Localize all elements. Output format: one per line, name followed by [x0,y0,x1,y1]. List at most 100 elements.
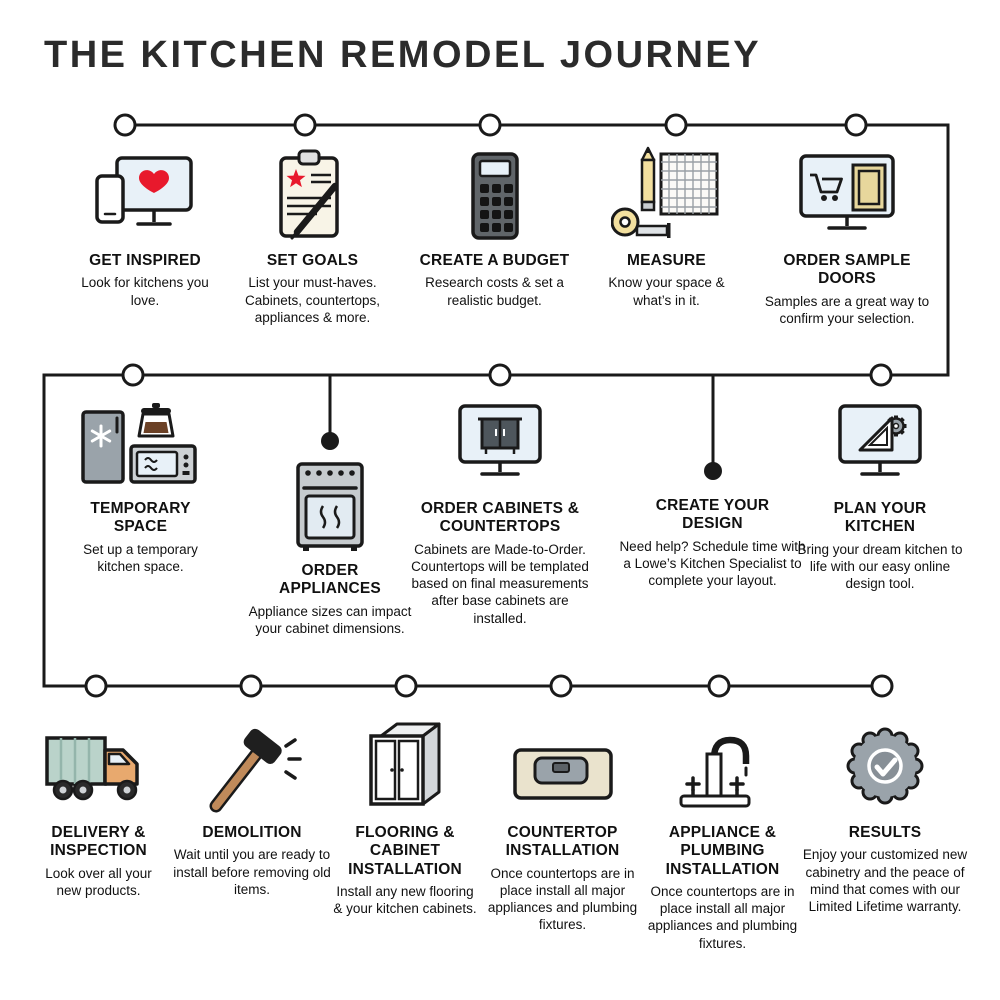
journey-node [664,113,688,137]
step-desc: List your must-haves. Cabinets, countert… [244,275,381,325]
step-plan-your-kitchen: PLAN YOUR KITCHEN Bring your dream kitch… [795,398,965,592]
step-order-appliances: ORDER APPLIANCES Appliance sizes can imp… [240,456,420,637]
step-title: SET GOALS [266,252,359,269]
temporary-space-icon [79,398,203,490]
step-desc: Need help? Schedule time with a Lowe’s K… [619,538,806,589]
journey-node [478,113,502,137]
delivery-inspection-icon [43,712,155,814]
journey-dot-filled [704,462,722,480]
journey-nodes [84,113,894,698]
oven-window-icon [304,494,356,540]
step-desc: Know your space & what’s in it. [608,275,725,308]
grid-paper-icon [659,152,718,216]
step-measure: MEASURE Know your space & what’s in it. [589,146,744,309]
step-title: CREATE YOUR DESIGN [655,497,770,533]
step-delivery-inspection: DELIVERY & INSPECTION Look over all your… [31,712,166,899]
results-icon [835,712,935,814]
step-title: GET INSPIRED [89,252,201,269]
step-desc: Look for kitchens you love. [81,275,209,308]
step-set-goals: SET GOALS List your must-haves. Cabinets… [225,146,400,326]
truck-wheels-icon [52,779,137,801]
faucet-spout-icon [710,736,749,764]
fridge-icon [80,410,125,484]
create-a-budget-icon [447,146,543,242]
journey-node [113,113,137,137]
fridge-coffee-microwave-icon [80,403,197,484]
journey-node [121,363,145,387]
step-countertop-installation: COUNTERTOP INSTALLATION Once countertops… [485,712,640,934]
step-order-sample-doors: ORDER SAMPLE DOORS Samples are a great w… [757,146,937,327]
hammer-head-icon [243,728,282,764]
step-desc: Once countertops are in place install al… [487,865,638,933]
demolition-icon [200,712,304,814]
journey-node [549,674,573,698]
monitor-heart-phone-icon [95,156,193,226]
cabinet-icon [369,722,441,806]
clipboard-star-pen-icon [278,149,339,240]
measure-icon [610,146,723,242]
get-inspired-icon [93,146,197,242]
step-create-a-budget: CREATE A BUDGET Research costs & set a r… [407,146,582,309]
step-title: TEMPORARY SPACE [90,500,191,536]
monitor-cabinets-icon [458,404,542,476]
appliance-plumbing-installation-icon [673,712,773,814]
step-desc: Samples are a great way to confirm your … [764,293,930,326]
monitor-ruler-gear-icon [838,404,922,476]
step-title: DELIVERY & INSPECTION [50,824,147,860]
step-create-your-design: CREATE YOUR DESIGN Need help? Schedule t… [615,497,810,589]
checkmark-badge-icon [846,727,924,805]
journey-node [394,674,418,698]
step-desc: Bring your dream kitchen to life with ou… [797,541,963,592]
step-desc: Research costs & set a realistic budget. [425,275,564,308]
order-cabinets-countertops-icon [450,398,550,490]
journey-node [293,113,317,137]
step-title: DEMOLITION [202,824,302,841]
snowflake-icon [90,424,111,448]
step-desc: Install any new flooring & your kitchen … [333,883,477,917]
step-title: PLAN YOUR KITCHEN [833,500,927,536]
journey-node [869,363,893,387]
faucet-icon [679,736,750,808]
step-title: ORDER CABINETS & COUNTERTOPS [420,500,580,536]
checkmark-icon [874,757,898,777]
set-square-icon [858,416,894,452]
step-desc: Once countertops are in place install al… [647,883,798,951]
step-temporary-space: TEMPORARY SPACE Set up a temporary kitch… [63,398,218,575]
journey-node [488,363,512,387]
calculator-icon [470,152,519,240]
countertop-sink-icon [512,748,613,800]
step-title: FLOORING & CABINET INSTALLATION [348,824,462,878]
page-title: THE KITCHEN REMODEL JOURNEY [44,34,762,76]
step-title: APPLIANCE & PLUMBING INSTALLATION [665,824,780,878]
step-desc: Enjoy your customized new cabinetry and … [802,847,968,915]
journey-node [844,113,868,137]
phone-icon [95,174,125,224]
plan-your-kitchen-icon [830,398,930,490]
order-sample-doors-icon [795,146,899,242]
step-title: ORDER SAMPLE DOORS [783,252,911,288]
step-flooring-cabinet-installation: FLOORING & CABINET INSTALLATION Install … [330,712,480,917]
step-desc: Appliance sizes can impact your cabinet … [248,603,412,636]
flooring-cabinet-installation-icon [357,712,453,814]
tape-icon [635,224,668,237]
step-get-inspired: GET INSPIRED Look for kitchens you love. [70,146,220,309]
journey-dot-filled [321,432,339,450]
journey-node [870,674,894,698]
order-appliances-icon [282,456,378,552]
step-desc: Set up a temporary kitchen space. [83,541,198,574]
heart-icon [139,170,169,193]
monitor-cart-door-icon [799,154,895,230]
step-desc: Look over all your new products. [45,865,152,898]
step-order-cabinets-countertops: ORDER CABINETS & COUNTERTOPS Cabinets ar… [405,398,595,627]
step-title: RESULTS [848,824,922,841]
set-goals-icon [265,146,361,242]
countertop-installation-icon [511,712,615,814]
step-desc: Cabinets are Made-to-Order. Countertops … [411,541,589,626]
step-title: ORDER APPLIANCES [279,562,381,598]
journey-node [84,674,108,698]
step-title: CREATE A BUDGET [419,252,570,269]
pen-icon [293,182,338,236]
range-oven-icon [296,462,364,551]
delivery-truck-icon [44,736,139,801]
journey-node [239,674,263,698]
